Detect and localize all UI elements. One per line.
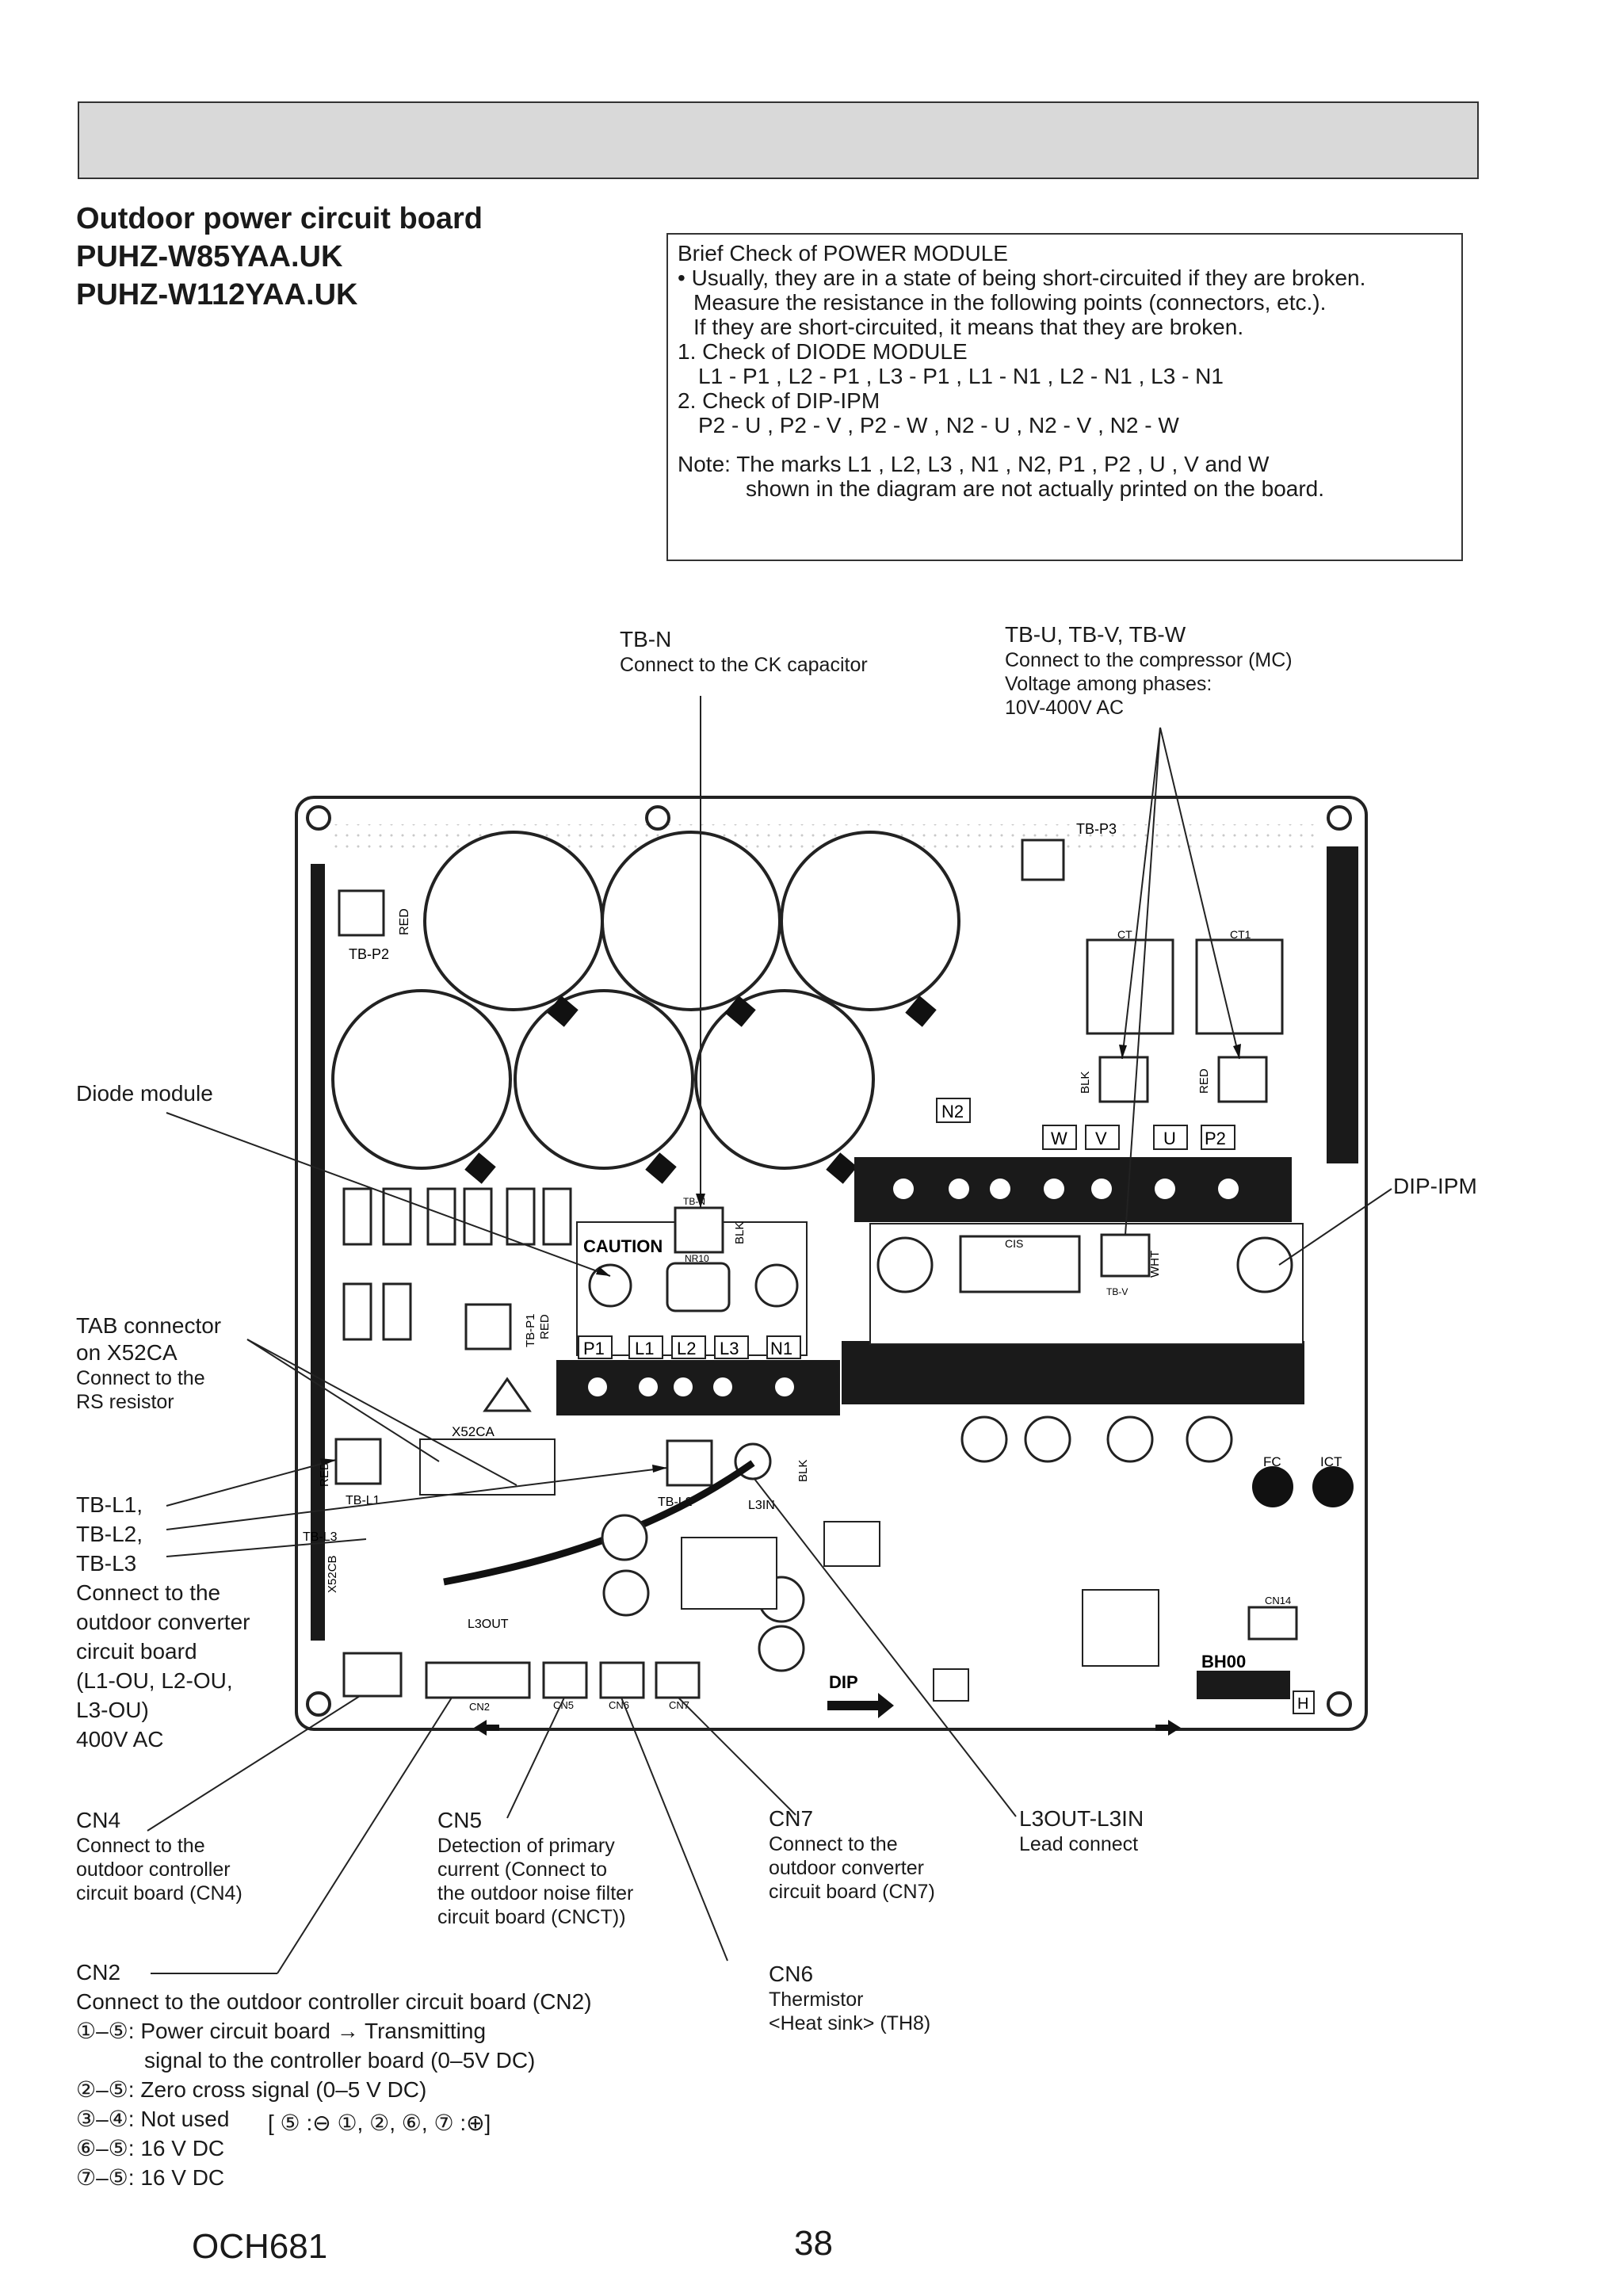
svg-text:P2: P2	[1205, 1129, 1226, 1148]
brief-check-text: Measure the resistance in the following …	[693, 290, 1327, 315]
dipipm-check-points: P2 - U , P2 - V , P2 - W , N2 - U , N2 -…	[698, 413, 1179, 437]
svg-text:BLK: BLK	[733, 1222, 747, 1244]
diode-check-heading: 1. Check of DIODE MODULE	[678, 339, 968, 364]
cn7-callout: CN7 Connect to the outdoor converter cir…	[769, 1806, 935, 1903]
svg-text:FC: FC	[1263, 1454, 1281, 1469]
l3out-l3in-callout: L3OUT-L3IN Lead connect	[1019, 1806, 1144, 1855]
svg-text:TB-L3: TB-L3	[303, 1530, 338, 1544]
svg-text:TB-P3: TB-P3	[1076, 821, 1117, 837]
svg-text:DIP: DIP	[829, 1672, 858, 1692]
tbl-callout: TB-L1, TB-L2, TB-L3 Connect to the outdo…	[76, 1492, 250, 1752]
svg-text:ICT: ICT	[1320, 1454, 1342, 1469]
svg-text:WHT: WHT	[1148, 1251, 1162, 1278]
svg-text:BLK: BLK	[796, 1460, 810, 1482]
svg-text:X52CB: X52CB	[326, 1555, 339, 1593]
bottom-connectors	[342, 1606, 1298, 1699]
svg-text:CN5: CN5	[553, 1699, 574, 1711]
svg-text:L2: L2	[677, 1339, 696, 1358]
svg-text:TB-P1: TB-P1	[524, 1313, 537, 1347]
capacitor-bank	[331, 831, 960, 1170]
svg-text:BH00: BH00	[1201, 1652, 1246, 1671]
header-bar	[78, 101, 1479, 179]
cn5-callout: CN5 Detection of primary current (Connec…	[437, 1808, 634, 1928]
svg-text:CN7: CN7	[669, 1699, 689, 1711]
cn6-callout: CN6 Thermistor <Heat sink> (TH8)	[769, 1962, 931, 2034]
svg-text:H: H	[1297, 1695, 1308, 1713]
callout-leader-lines	[147, 696, 1392, 1974]
svg-text:L3OUT: L3OUT	[468, 1618, 509, 1631]
svg-text:W: W	[1051, 1129, 1067, 1148]
svg-text:N1: N1	[770, 1339, 792, 1358]
svg-text:BLK: BLK	[1079, 1072, 1092, 1094]
svg-text:X52CA: X52CA	[452, 1424, 495, 1439]
svg-text:V: V	[1095, 1129, 1107, 1148]
svg-text:U: U	[1163, 1129, 1176, 1148]
svg-text:RED: RED	[538, 1314, 552, 1339]
svg-text:CAUTION: CAUTION	[583, 1236, 663, 1256]
brief-check-text: If they are short-circuited, it means th…	[693, 315, 1244, 339]
title-line-1: Outdoor power circuit board	[76, 202, 483, 235]
cn2-callout: CN2 Connect to the outdoor controller ci…	[76, 1960, 592, 2190]
dipipm-label: DIP-IPM	[1393, 1174, 1477, 1198]
page-title: Outdoor power circuit board PUHZ-W85YAA.…	[76, 200, 483, 314]
tab-connector-callout: TAB connector on X52CA Connect to the RS…	[76, 1313, 222, 1413]
svg-text:P1: P1	[583, 1339, 605, 1358]
pcb-right-strip	[1327, 846, 1358, 1163]
svg-text:CN14: CN14	[1265, 1595, 1291, 1606]
svg-text:CIS: CIS	[1005, 1237, 1023, 1250]
dipipm-check-heading: 2. Check of DIP-IPM	[678, 388, 880, 413]
pcb-left-strip	[311, 864, 325, 1641]
title-model-2: PUHZ-W112YAA.UK	[76, 278, 358, 311]
svg-text:TB-V: TB-V	[1106, 1286, 1128, 1297]
svg-text:L3: L3	[720, 1339, 739, 1358]
title-model-1: PUHZ-W85YAA.UK	[76, 240, 343, 273]
svg-text:CT: CT	[1117, 928, 1132, 941]
dipipm-pin-bar	[842, 1341, 1304, 1404]
svg-text:NR10: NR10	[685, 1253, 709, 1264]
tbuvw-callout: TB-U, TB-V, TB-W Connect to the compress…	[1005, 622, 1293, 719]
current-transformer	[1195, 938, 1284, 1035]
svg-text:CN2: CN2	[469, 1701, 490, 1713]
note-text: shown in the diagram are not actually pr…	[746, 476, 1325, 501]
cn4-callout: CN4 Connect to the outdoor controller ci…	[76, 1808, 242, 1904]
svg-text:CT1: CT1	[1230, 928, 1251, 941]
svg-text:RED: RED	[1197, 1068, 1211, 1094]
svg-text:N2: N2	[941, 1102, 964, 1121]
svg-text:RED: RED	[398, 908, 411, 935]
svg-text:L1: L1	[635, 1339, 654, 1358]
cn2-polarity-note: [ ⑤ :⊖ ①, ②, ⑥, ⑦ :⊕]	[268, 2111, 491, 2135]
brief-check-box: Brief Check of POWER MODULE • Usually, t…	[666, 233, 1463, 561]
svg-text:RED: RED	[318, 1461, 331, 1487]
document-number: OCH681	[192, 2227, 328, 2266]
diode-module-label: Diode module	[76, 1081, 213, 1106]
brief-check-heading: Brief Check of POWER MODULE	[678, 241, 1008, 266]
page-number: 38	[794, 2224, 833, 2263]
note-text: Note: The marks L1 , L2, L3 , N1 , N2, P…	[678, 452, 1270, 476]
svg-text:TB-P2: TB-P2	[349, 946, 389, 962]
svg-text:CN6: CN6	[609, 1699, 629, 1711]
brief-check-bullet: • Usually, they are in a state of being …	[678, 266, 1366, 290]
diode-check-points: L1 - P1 , L2 - P1 , L3 - P1 , L1 - N1 , …	[698, 364, 1224, 388]
svg-text:L3IN: L3IN	[748, 1499, 775, 1512]
tbn-callout: TB-N Connect to the CK capacitor	[620, 627, 868, 676]
